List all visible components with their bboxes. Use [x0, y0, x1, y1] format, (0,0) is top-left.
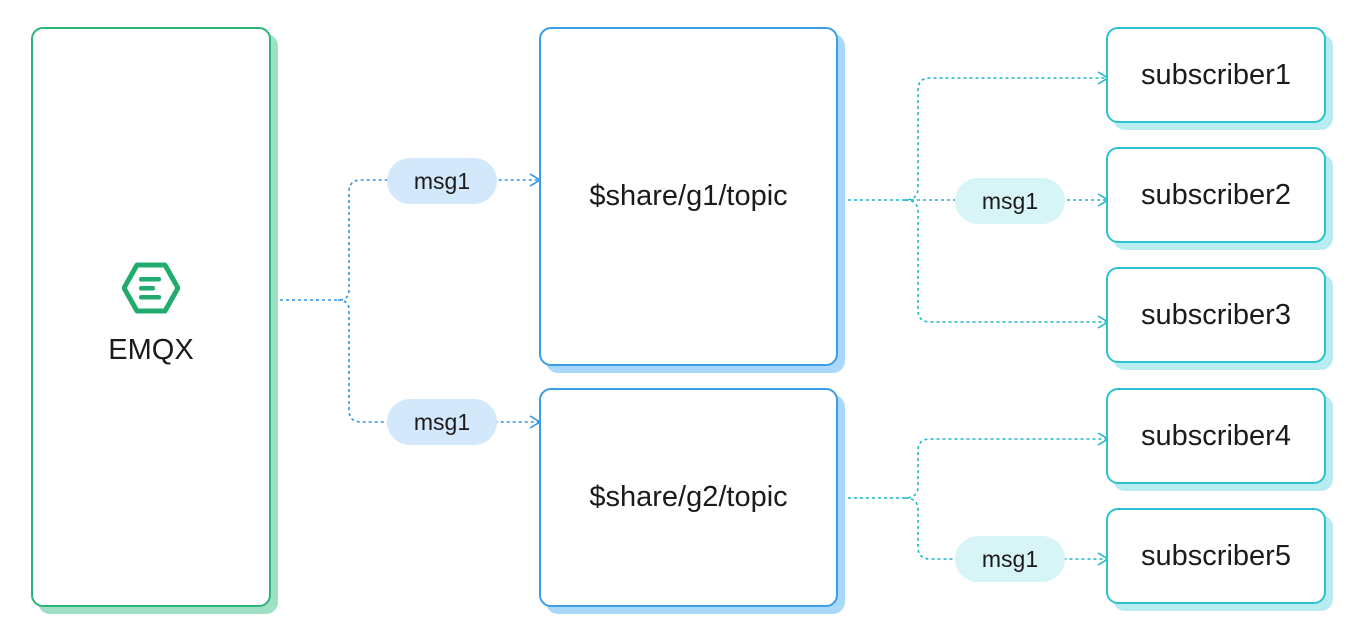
- topic-g1-label: $share/g1/topic: [589, 180, 788, 212]
- message-pill-to-subscriber5: msg1: [955, 536, 1065, 582]
- subscriber1-node: subscriber1: [1106, 27, 1326, 123]
- subscriber2-label: subscriber2: [1141, 178, 1291, 211]
- emqx-logo-icon: [122, 262, 180, 314]
- subscriber4-node: subscriber4: [1106, 388, 1326, 484]
- message-pill-to-g2: msg1: [387, 399, 497, 445]
- message-pill-to-g1: msg1: [387, 158, 497, 204]
- subscriber3-label: subscriber3: [1141, 298, 1291, 331]
- topic-g2-node: $share/g2/topic: [539, 388, 838, 607]
- g1-to-subscriber3-line: [904, 199, 1108, 322]
- subscriber1-label: subscriber1: [1141, 58, 1291, 91]
- emqx-label: EMQX: [108, 334, 194, 366]
- topic-g2-label: $share/g2/topic: [589, 481, 788, 513]
- g1-to-subscriber1-line: [848, 78, 1108, 201]
- subscriber5-node: subscriber5: [1106, 508, 1326, 604]
- broker-to-g2-line: [337, 299, 540, 422]
- message-pill-to-subscriber2: msg1: [955, 178, 1065, 224]
- g2-to-subscriber5-line: [904, 497, 1108, 559]
- topic-g1-node: $share/g1/topic: [539, 27, 838, 366]
- subscriber5-label: subscriber5: [1141, 539, 1291, 572]
- g2-to-subscriber4-line: [848, 439, 1108, 499]
- subscriber2-node: subscriber2: [1106, 147, 1326, 243]
- broker-to-g1-line: [280, 180, 540, 301]
- subscriber4-label: subscriber4: [1141, 419, 1291, 452]
- emqx-broker-node: [31, 27, 271, 607]
- subscriber3-node: subscriber3: [1106, 267, 1326, 363]
